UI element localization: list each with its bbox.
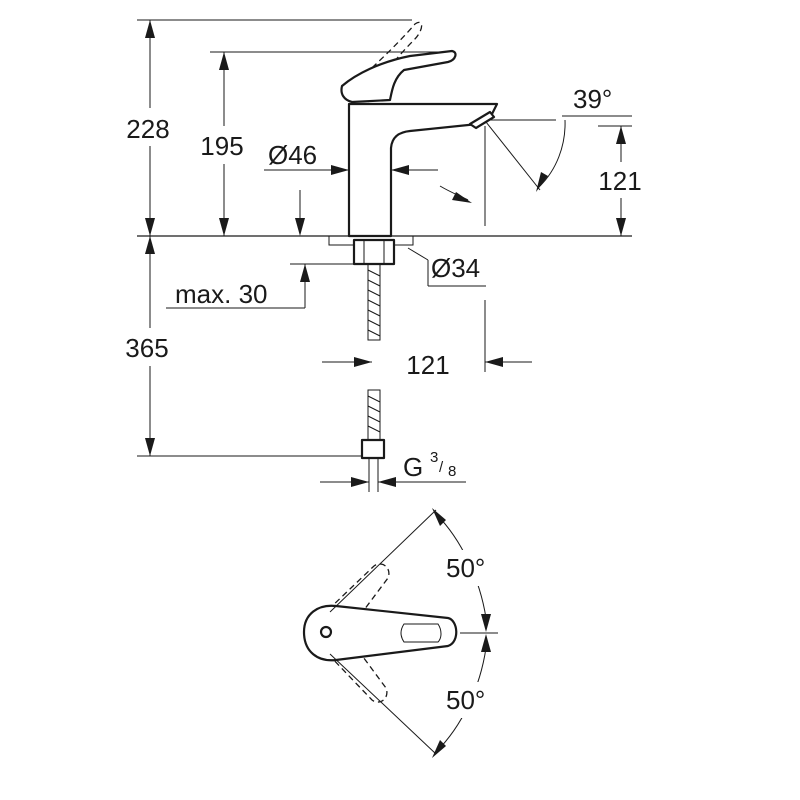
label-spout-angle: 39° xyxy=(573,84,612,114)
raised-handle-outline xyxy=(349,21,423,103)
dim-rotation-right: 50° xyxy=(432,634,502,758)
dim-base-diameter: Ø34 xyxy=(407,247,486,287)
dim-max-thickness: max. 30 xyxy=(166,263,356,309)
dim-body-diameter: Ø46 xyxy=(264,140,438,175)
top-view-button xyxy=(319,625,333,639)
mounting-nut xyxy=(328,235,414,266)
aerator xyxy=(468,110,496,130)
label-thread-numerator: 3 xyxy=(430,449,438,466)
rotation-line-right xyxy=(329,653,437,755)
dim-handle-height: 195 xyxy=(190,51,448,236)
rotated-handle-left xyxy=(327,563,390,627)
label-hose-length: 365 xyxy=(125,333,168,363)
side-view: 228 195 Ø46 xyxy=(114,19,654,492)
label-body-diameter: Ø46 xyxy=(268,140,317,170)
dim-spout-angle: 39° xyxy=(485,84,632,192)
dim-thread-size: G 3 / 8 xyxy=(320,449,466,487)
label-handle-height: 195 xyxy=(200,131,243,161)
label-base-diameter: Ø34 xyxy=(431,253,480,283)
svg-text:/: / xyxy=(439,459,444,476)
label-max-thickness: max. 30 xyxy=(175,279,268,309)
lever-handle xyxy=(340,49,457,104)
dim-total-height: 228 xyxy=(114,19,412,236)
top-view-handle xyxy=(302,604,458,662)
dim-spout-reach: 121 xyxy=(322,300,532,380)
rotation-line-left xyxy=(329,509,437,613)
label-thread-denominator: 8 xyxy=(448,463,456,480)
dim-hose-length: 365 xyxy=(114,236,362,457)
counter-marker-arrow xyxy=(295,218,305,236)
label-spout-reach: 121 xyxy=(406,350,449,380)
label-thread-main: G xyxy=(403,452,423,482)
supply-hose xyxy=(360,263,386,492)
dim-spout-height: 121 xyxy=(590,125,654,236)
rotated-handle-right xyxy=(327,641,388,703)
top-view: 50° 50° xyxy=(302,508,502,758)
label-rotation-left: 50° xyxy=(446,553,485,583)
label-spout-height: 121 xyxy=(598,166,641,196)
dim-rotation-left: 50° xyxy=(432,508,502,632)
label-rotation-right: 50° xyxy=(446,685,485,715)
label-total-height: 228 xyxy=(126,114,169,144)
